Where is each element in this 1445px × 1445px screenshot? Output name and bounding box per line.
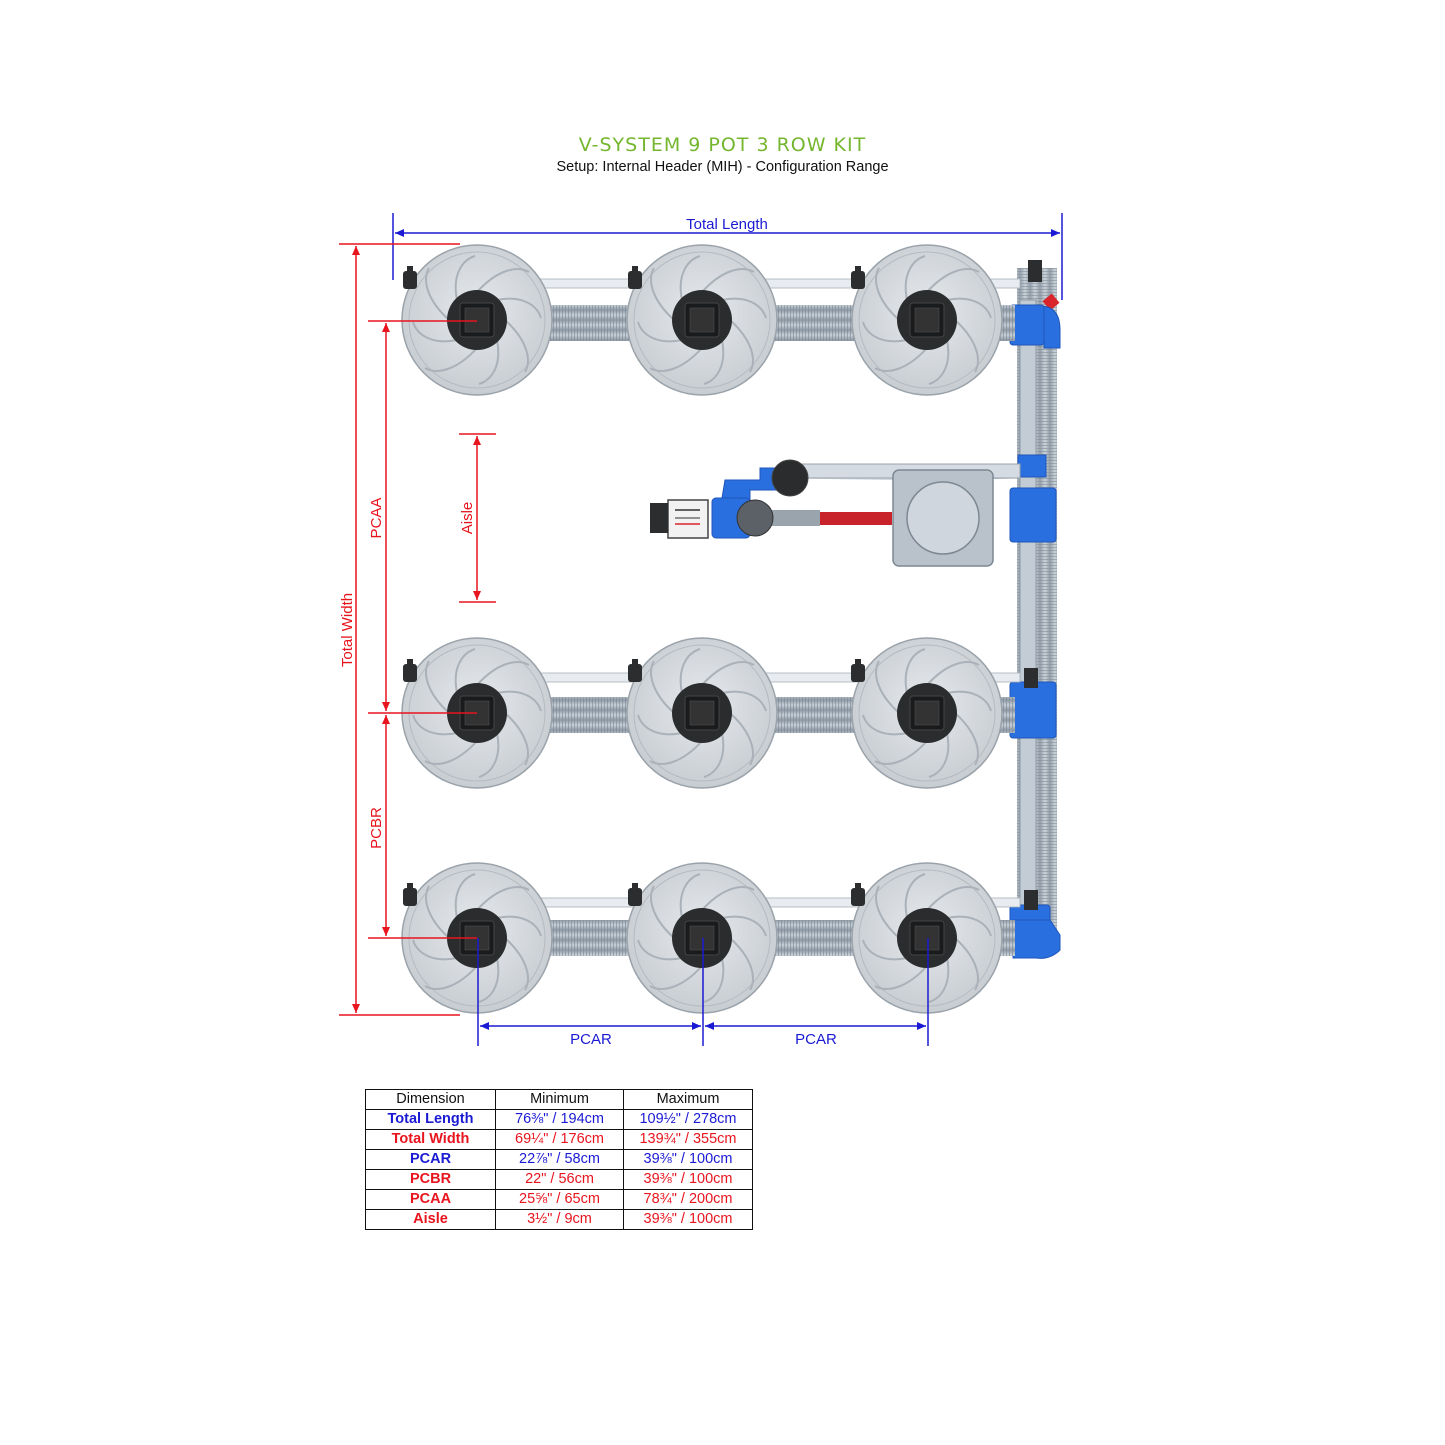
column-header: Minimum (495, 1089, 624, 1110)
table-row: PCAA 25⅝" / 65cm 78¾" / 200cm (365, 1189, 753, 1210)
filter-canister-bottom (736, 499, 774, 537)
dimension-name: Total Length (365, 1109, 496, 1130)
pot-row2-col3 (851, 637, 1003, 789)
pot-row1-col1 (401, 244, 553, 396)
dimension-name: PCBR (365, 1169, 496, 1190)
dimension-max: 109½" / 278cm (623, 1109, 753, 1130)
red-drain-valve (1042, 293, 1060, 311)
header-top-valve (1028, 260, 1042, 282)
pcbr-label: PCBR (368, 807, 385, 849)
pot-row1-col3 (851, 244, 1003, 396)
blue-connector-1 (1009, 304, 1045, 346)
pcar-label-1: PCAR (570, 1031, 612, 1048)
dimension-max: 39⅜" / 100cm (623, 1149, 753, 1170)
dimension-max: 39⅜" / 100cm (623, 1209, 753, 1230)
total-length-label: Total Length (686, 216, 768, 233)
dimension-name: PCAA (365, 1189, 496, 1210)
aisle-label: Aisle (459, 502, 476, 535)
dimension-name: Total Width (365, 1129, 496, 1150)
filter-canister-top (771, 459, 809, 497)
pot-row2-col2 (626, 637, 778, 789)
table-row: Total Width 69¼" / 176cm 139¾" / 355cm (365, 1129, 753, 1150)
pot-row3-col2 (626, 862, 778, 1014)
pcaa-label: PCAA (368, 498, 385, 539)
pot-row3-col3 (851, 862, 1003, 1014)
header-pipe-inner (1019, 299, 1037, 921)
blue-connector-4 (1009, 681, 1057, 739)
dimension-name: Aisle (365, 1209, 496, 1230)
column-header: Maximum (623, 1089, 753, 1110)
table-row: PCAR 22⅞" / 58cm 39⅜" / 100cm (365, 1149, 753, 1170)
page-subtitle: Setup: Internal Header (MIH) - Configura… (556, 159, 889, 175)
bottom-elbow (1012, 919, 1061, 959)
dimension-min: 25⅝" / 65cm (495, 1189, 624, 1210)
table-header-row: Dimension Minimum Maximum (365, 1089, 753, 1110)
table-row: PCBR 22" / 56cm 39⅜" / 100cm (365, 1169, 753, 1190)
dimension-name: PCAR (365, 1149, 496, 1170)
total-width-label: Total Width (339, 593, 356, 667)
dimension-min: 22" / 56cm (495, 1169, 624, 1190)
page-title: V-SYSTEM 9 POT 3 ROW KIT (578, 134, 867, 156)
blue-connector-3 (1009, 487, 1057, 543)
dimension-max: 78¾" / 200cm (623, 1189, 753, 1210)
pcar-label-2: PCAR (795, 1031, 837, 1048)
dimension-min: 3½" / 9cm (495, 1209, 624, 1230)
dimension-min: 76⅜" / 194cm (495, 1109, 624, 1130)
pot-row1-col2 (626, 244, 778, 396)
pump-unit (667, 499, 709, 539)
dimension-min: 69¼" / 176cm (495, 1129, 624, 1150)
dimensions-table: Dimension Minimum Maximum Total Length 7… (365, 1089, 753, 1230)
red-pipe (820, 512, 892, 525)
inlet-valves (403, 266, 1038, 910)
dimension-max: 39⅜" / 100cm (623, 1169, 753, 1190)
table-row: Total Length 76⅜" / 194cm 109½" / 278cm (365, 1109, 753, 1130)
pump-motor (650, 503, 668, 533)
table-row: Aisle 3½" / 9cm 39⅜" / 100cm (365, 1209, 753, 1230)
blue-connector-2 (1017, 454, 1047, 478)
dimension-min: 22⅞" / 58cm (495, 1149, 624, 1170)
grey-fitting (770, 510, 820, 526)
dimension-max: 139¾" / 355cm (623, 1129, 753, 1150)
controller-tank-lid (906, 481, 980, 555)
column-header: Dimension (365, 1089, 496, 1110)
